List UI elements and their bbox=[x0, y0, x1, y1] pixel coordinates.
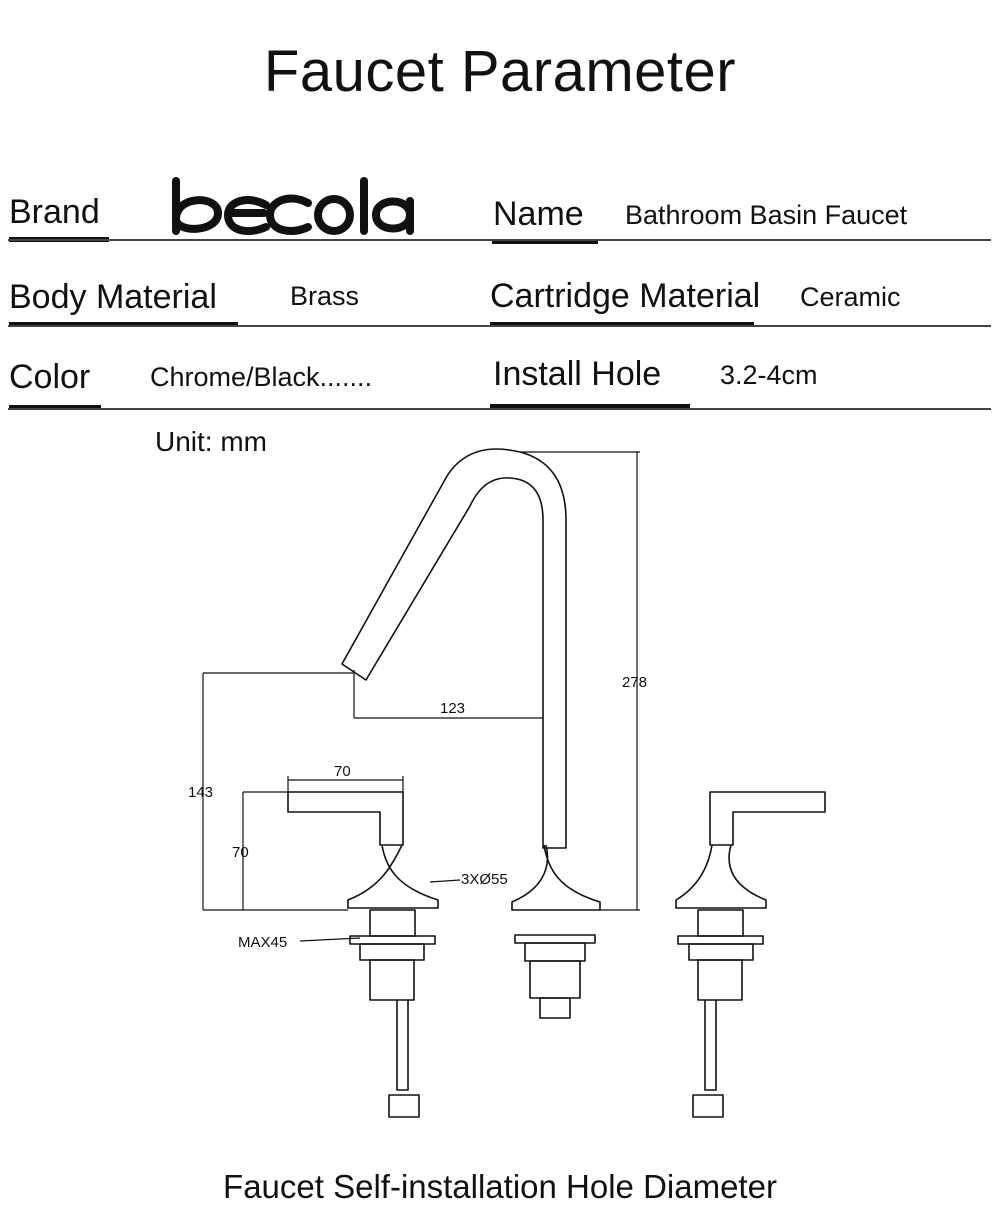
color-label: Color bbox=[9, 358, 91, 396]
body-material-label: Body Material bbox=[9, 278, 217, 316]
dim-handle-length: 70 bbox=[334, 763, 351, 780]
cartridge-material-underline bbox=[490, 322, 754, 327]
spout bbox=[341, 448, 601, 1019]
page-title: Faucet Parameter bbox=[263, 39, 737, 104]
name-label: Name bbox=[493, 195, 584, 233]
dim-spout-reach: 123 bbox=[440, 700, 465, 717]
color-value: Chrome/Black....... bbox=[150, 362, 373, 392]
body-material-underline bbox=[9, 322, 238, 327]
row-divider-2 bbox=[8, 325, 991, 327]
brand-logo bbox=[168, 175, 418, 244]
unit-label: Unit: mm bbox=[155, 426, 267, 457]
install-hole-underline bbox=[490, 404, 690, 409]
dim-handle-height: 70 bbox=[232, 844, 249, 861]
brand-label: Brand bbox=[9, 193, 100, 231]
install-hole-label: Install Hole bbox=[493, 355, 662, 393]
cartridge-material-value: Ceramic bbox=[800, 282, 901, 312]
right-handle bbox=[675, 791, 826, 1118]
dim-spout-height: 143 bbox=[188, 784, 213, 801]
body-material-value: Brass bbox=[290, 281, 360, 311]
row-divider-1 bbox=[8, 239, 991, 241]
cartridge-material-label: Cartridge Material bbox=[490, 277, 761, 315]
color-label-underline bbox=[9, 405, 101, 410]
row-divider-3 bbox=[8, 408, 991, 410]
dimension-lines bbox=[202, 451, 640, 942]
name-label-underline bbox=[492, 239, 598, 244]
dim-base-diameter: 3XØ55 bbox=[461, 871, 508, 888]
dim-total-height: 278 bbox=[622, 674, 647, 691]
install-hole-value: 3.2-4cm bbox=[720, 360, 818, 390]
dim-max-thickness: MAX45 bbox=[238, 934, 287, 951]
left-handle bbox=[287, 791, 439, 1118]
name-value: Bathroom Basin Faucet bbox=[625, 200, 908, 230]
drawing-caption: Faucet Self-installation Hole Diameter bbox=[223, 1168, 777, 1205]
